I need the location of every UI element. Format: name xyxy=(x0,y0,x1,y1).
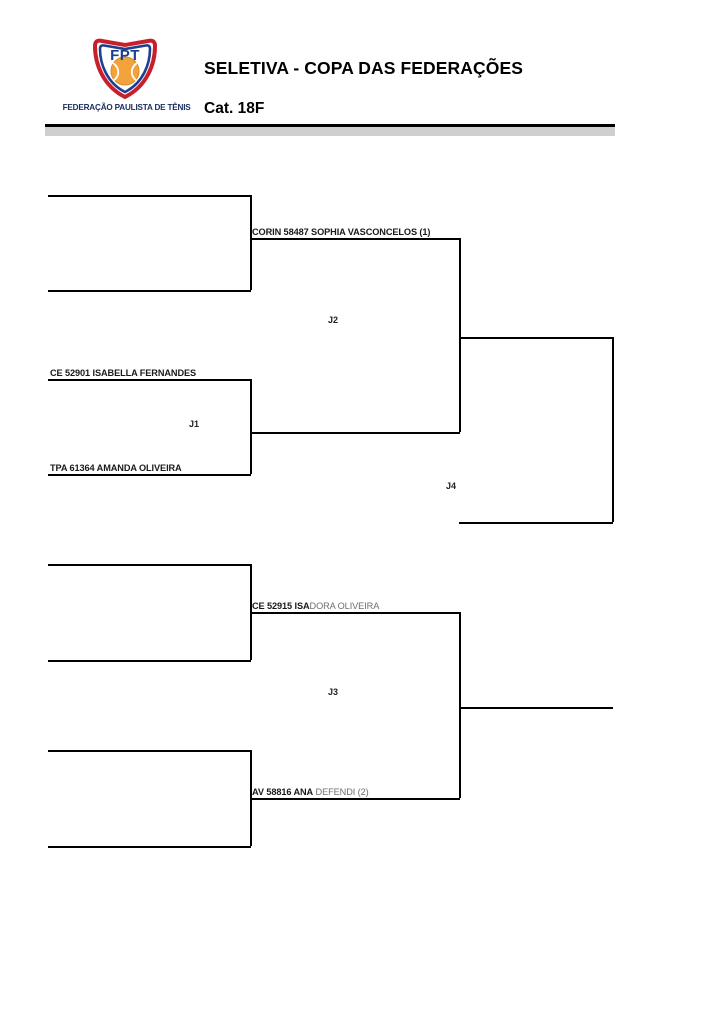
bracket-line-r1-slot1 xyxy=(48,195,251,197)
bracket-line-winner-j2 xyxy=(459,337,613,339)
bracket-entry-ana-defendi[interactable]: AV 58816 ANA DEFENDI (2) xyxy=(252,787,369,797)
bracket-line-winner-j3 xyxy=(459,707,613,709)
bracket-connector-j4 xyxy=(612,337,614,522)
bracket-entry-sophia-vasconcelos[interactable]: CORIN 58487 SOPHIA VASCONCELOS (1) xyxy=(252,227,430,237)
entry-dim-text: DORA OLIVEIRA xyxy=(309,601,380,611)
bracket-line-winner-box3 xyxy=(250,612,460,614)
match-code-j1[interactable]: J1 xyxy=(189,419,200,429)
bracket-line-j4-lower xyxy=(459,522,613,524)
bracket-connector-r1-box1 xyxy=(250,195,252,290)
bracket-line-winner-box2 xyxy=(250,432,460,434)
header-rule-gray xyxy=(45,127,615,136)
bracket-line-r1-slot8 xyxy=(48,846,251,848)
bracket-entry-amanda-oliveira[interactable]: TPA 61364 AMANDA OLIVEIRA xyxy=(50,463,182,473)
bracket-connector-j3 xyxy=(459,612,461,798)
bracket-line-winner-box4 xyxy=(250,798,460,800)
bracket-line-r1-slot5 xyxy=(48,564,251,566)
entry-strong-text: AV 58816 ANA xyxy=(252,787,314,797)
bracket-entry-isadora-oliveira[interactable]: CE 52915 ISADORA OLIVEIRA xyxy=(252,601,379,611)
bracket-entry-isabella-fernandes[interactable]: CE 52901 ISABELLA FERNANDES xyxy=(50,368,196,378)
federation-caption: FEDERAÇÃO PAULISTA DE TÊNIS xyxy=(62,102,191,112)
bracket-line-r1-slot6 xyxy=(48,660,251,662)
entry-strong-text: CORIN 58487 SOPHIA VASCONCELOS (1) xyxy=(252,227,431,237)
bracket-line-r1-slot2 xyxy=(48,290,251,292)
entry-dim-text: DEFENDI (2) xyxy=(313,787,369,797)
entry-strong-text: TPA 61364 AMANDA OLIVEIRA xyxy=(50,463,182,473)
category-title: Cat. 18F xyxy=(204,100,265,117)
fpt-shield-logo: FPT xyxy=(92,38,158,100)
entry-strong-text: CE 52915 ISA xyxy=(252,601,310,611)
bracket-line-winner-box1 xyxy=(250,238,460,240)
bracket-line-r1-slot4 xyxy=(48,474,251,476)
bracket-line-r1-slot3 xyxy=(48,379,251,381)
page-header: FPT FEDERAÇÃO PAULISTA DE TÊNIS SELETIVA… xyxy=(0,0,724,150)
page-title: SELETIVA - COPA DAS FEDERAÇÕES xyxy=(204,58,523,78)
match-code-j4[interactable]: J4 xyxy=(446,481,457,491)
match-code-j2[interactable]: J2 xyxy=(328,315,339,325)
federation-logo: FPT FEDERAÇÃO PAULISTA DE TÊNIS xyxy=(60,38,191,120)
bracket-connector-r1-box2 xyxy=(250,379,252,474)
svg-text:FPT: FPT xyxy=(110,47,140,64)
bracket-connector-j2 xyxy=(459,238,461,432)
entry-strong-text: CE 52901 ISABELLA FERNANDES xyxy=(50,368,197,378)
header-rule-black xyxy=(45,124,615,127)
match-code-j3[interactable]: J3 xyxy=(328,687,339,697)
bracket-line-r1-slot7 xyxy=(48,750,251,752)
